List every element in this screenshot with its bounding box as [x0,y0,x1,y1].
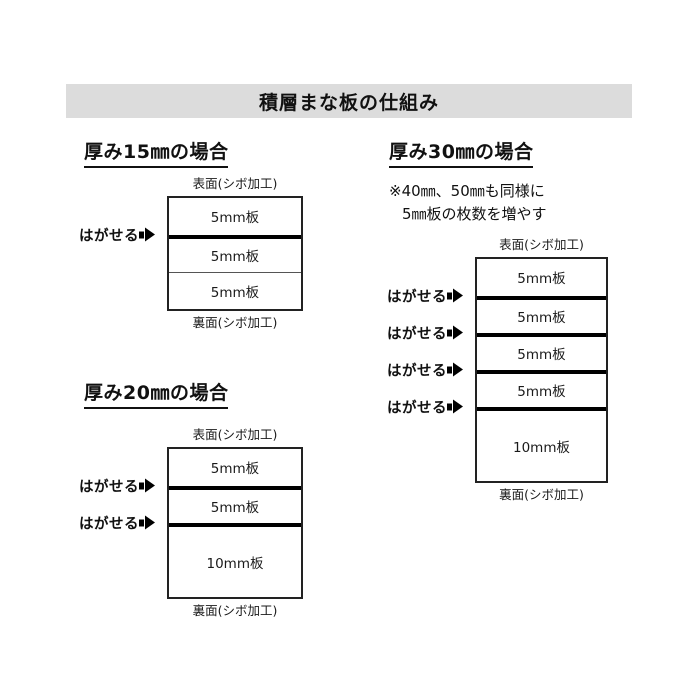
diagram-30mm: 表面(シボ加工) 5mm板 5mm板 5mm板 5mm板 10mm板 はがせる [387,237,608,502]
arrow-right-icon [447,366,452,374]
board-layer: 5mm板 [169,198,301,235]
peel-label: はがせる [387,289,447,306]
board-layer: 5mm板 [477,369,606,407]
arrow-right-icon [145,227,155,242]
arrow-right-icon [453,399,463,414]
board-layer-label: 5mm板 [517,384,566,401]
board-stack-30mm: 5mm板 5mm板 5mm板 5mm板 10mm板 はがせる はがせる [387,256,608,483]
note-line-2: 5㎜板の枚数を増やす [402,205,547,224]
front-surface-label: 表面(シボ加工) [499,237,584,252]
board-layer-label: 5mm板 [517,310,566,327]
section-heading-20mm: 厚み20㎜の場合 [84,378,229,409]
board-layer: 5mm板 [169,485,301,523]
board-layer: 5mm板 [477,295,606,333]
arrow-right-icon [139,519,144,527]
board-layer-label: 10mm板 [513,439,570,456]
board-layer-label: 5mm板 [210,461,260,478]
arrow-right-icon [447,403,452,411]
section-heading-15mm: 厚み15㎜の場合 [84,137,229,168]
board-layer-label: 5mm板 [517,271,566,288]
back-surface-label: 裏面(シボ加工) [192,602,278,618]
board-stack-15mm: 5mm板 5mm板 5mm板 はがせる [79,195,303,311]
board-layer-label: 10mm板 [206,555,264,572]
board-layer: 5mm板 [169,234,301,272]
peel-label: はがせる [387,400,447,417]
back-surface-label: 裏面(シボ加工) [192,314,278,330]
arrow-right-icon [447,292,452,300]
peel-marker: はがせる [387,322,463,343]
arrow-right-icon [453,325,463,340]
arrow-right-icon [139,482,144,490]
front-surface-label: 表面(シボ加工) [192,176,278,191]
section-heading-30mm: 厚み30㎜の場合 [389,137,534,168]
peel-marker: はがせる [387,285,463,306]
peel-marker: はがせる [387,396,463,417]
board-layer: 10mm板 [477,406,606,481]
peel-label: はがせる [79,516,139,533]
board-layer-label: 5mm板 [210,284,260,301]
arrow-right-icon [139,231,144,239]
diagram-20mm: 表面(シボ加工) 5mm板 5mm板 10mm板 はがせる はがせる 裏面 [79,427,303,618]
peel-marker: はがせる [387,359,463,380]
peel-marker: はがせる [79,224,155,245]
arrow-right-icon [447,329,452,337]
board-layer: 5mm板 [477,259,606,296]
board-stack-20mm: 5mm板 5mm板 10mm板 はがせる はがせる [79,446,303,599]
front-surface-label: 表面(シボ加工) [192,427,278,442]
peel-label: はがせる [387,363,447,380]
diagram-15mm: 表面(シボ加工) 5mm板 5mm板 5mm板 はがせる 裏面(シボ加工) [79,176,303,330]
board-layer: 5mm板 [477,332,606,370]
board-layer: 5mm板 [169,449,301,486]
arrow-right-icon [453,362,463,377]
board-layer: 10mm板 [169,522,301,597]
arrow-right-icon [145,478,155,493]
arrow-right-icon [453,288,463,303]
board-layer-label: 5mm板 [210,249,260,266]
peel-marker: はがせる [79,475,155,496]
board-layer-label: 5mm板 [517,347,566,364]
board-layer: 5mm板 [169,271,301,309]
arrow-right-icon [145,515,155,530]
back-surface-label: 裏面(シボ加工) [499,486,584,502]
title-banner: 積層まな板の仕組み [66,84,632,118]
page-title: 積層まな板の仕組み [258,91,439,114]
peel-label: はがせる [79,479,139,496]
board-layer-label: 5mm板 [210,500,260,517]
note-line-1: ※40㎜、50㎜も同様に [389,182,545,200]
peel-label: はがせる [79,228,139,245]
note-additional-thicknesses: ※40㎜、50㎜も同様に 5㎜板の枚数を増やす [389,180,547,227]
board-layer-label: 5mm板 [210,210,260,227]
peel-marker: はがせる [79,512,155,533]
peel-label: はがせる [387,326,447,343]
